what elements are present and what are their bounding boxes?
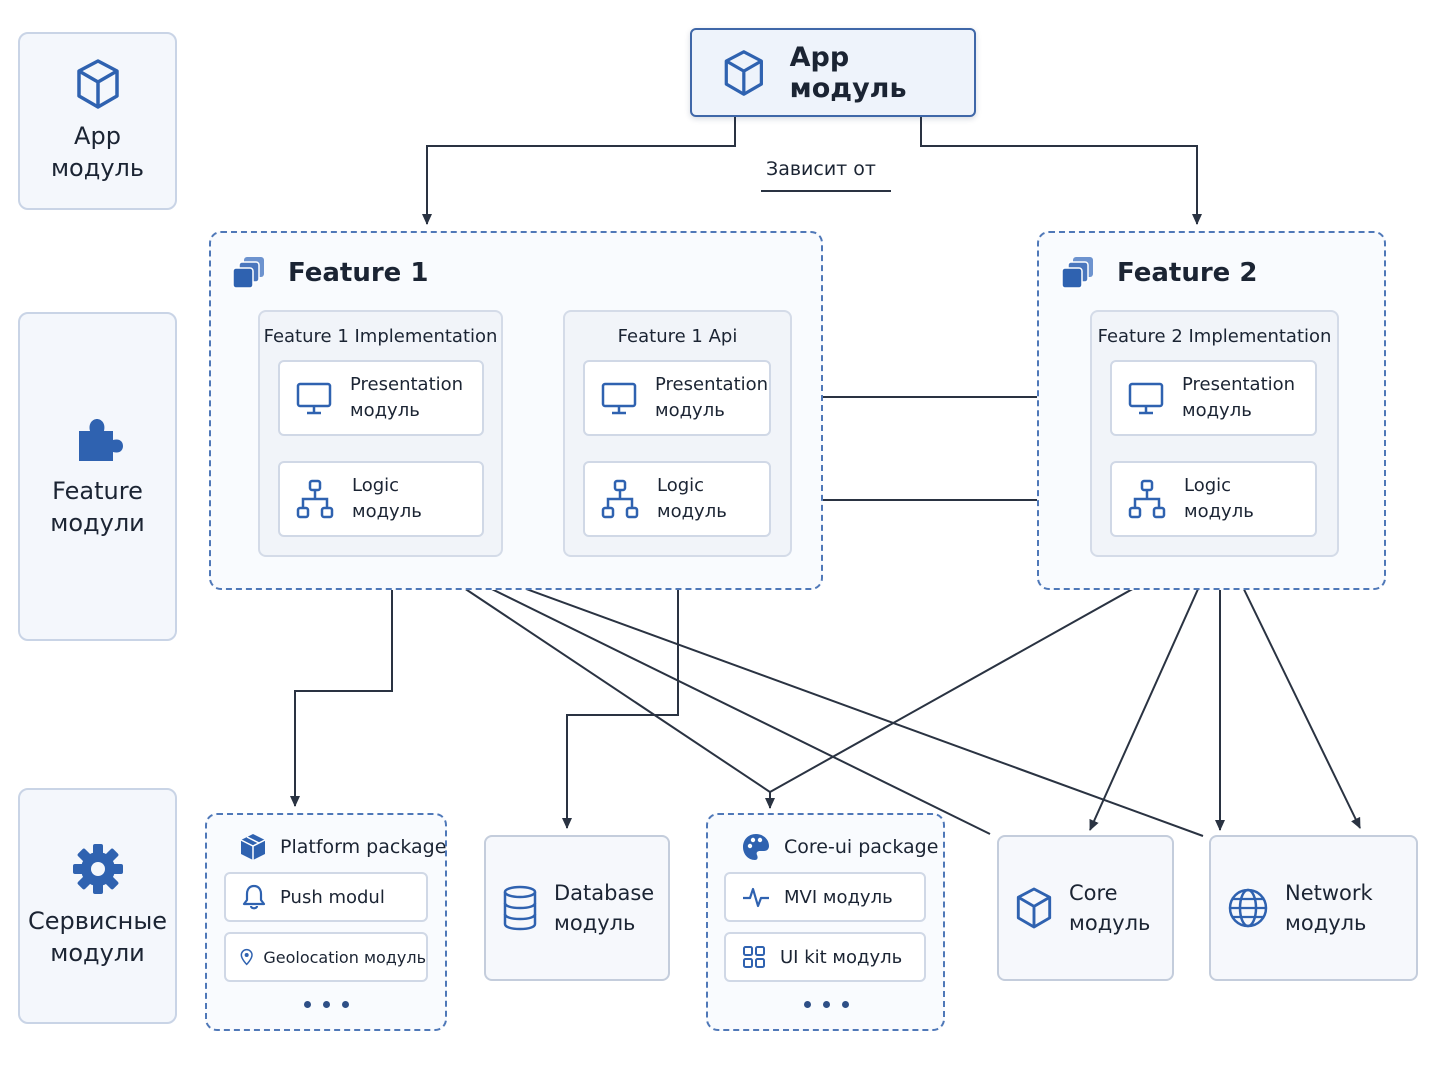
legend-underline [761,190,891,192]
sidebar-app-card: App модуль [18,32,177,210]
location-pin-icon [240,948,253,966]
sidebar-service-card: Сервисные модули [18,788,177,1024]
app-module-label: App модуль [789,41,907,104]
platform-package-title: Platform package [240,832,446,862]
pulse-icon [743,887,769,908]
sidebar-app-line1: App [74,122,121,150]
sidebar-feature-line1: Feature [52,476,143,505]
uikit-module-item[interactable]: UI kit модуль [724,932,926,982]
hierarchy-icon [1128,479,1166,519]
feature1-title: Feature 1 [232,254,428,292]
database-icon [503,885,537,931]
arrow-api-logic-to-database [562,538,679,829]
platform-more-dots [226,1001,426,1008]
palette-icon [743,834,769,860]
sidebar-feature-line2: модули [50,508,145,537]
cube-icon [1016,887,1052,929]
arrow-app-to-feature1 [422,117,736,225]
stacked-layers-icon [1061,257,1093,289]
coreui-package-title: Core-ui package [742,832,938,862]
globe-icon [1228,888,1268,928]
cube-icon [724,49,763,96]
feature2-title: Feature 2 [1061,254,1257,292]
sidebar-service-line2: модули [50,939,145,967]
feature1-api-title: Feature 1 Api [617,326,738,347]
coreui-more-dots [726,1001,926,1008]
monitor-icon [601,382,637,415]
feature1-implementation-title: Feature 1 Implementation [263,326,498,347]
sidebar-app-line2: модуль [50,154,145,182]
sidebar-service-line1: Сервисные [27,907,168,935]
geolocation-module-item[interactable]: Geolocation модуль [224,932,428,982]
grid-icon [743,946,765,968]
monitor-icon [1128,382,1164,415]
hierarchy-icon [296,479,334,519]
monitor-icon [296,382,332,415]
arrow-f1-logic-to-platform [290,540,393,807]
bell-icon [242,884,266,910]
arrow-app-to-feature2 [920,117,1202,225]
puzzle-icon [78,418,123,461]
sidebar-feature-card: Feature модули [18,312,177,641]
app-module-box[interactable]: App модуль [690,28,976,117]
push-module-item[interactable]: Push modul [224,872,428,922]
legend-depends-on: Зависит от [766,158,876,180]
feature2-implementation-title: Feature 2 Implementation [1097,326,1332,347]
mvi-module-item[interactable]: MVI модуль [724,872,926,922]
cube-icon [76,59,119,109]
hierarchy-icon [601,479,639,519]
package-icon [240,834,266,860]
stacked-layers-icon [232,257,264,289]
gear-icon [72,844,123,894]
